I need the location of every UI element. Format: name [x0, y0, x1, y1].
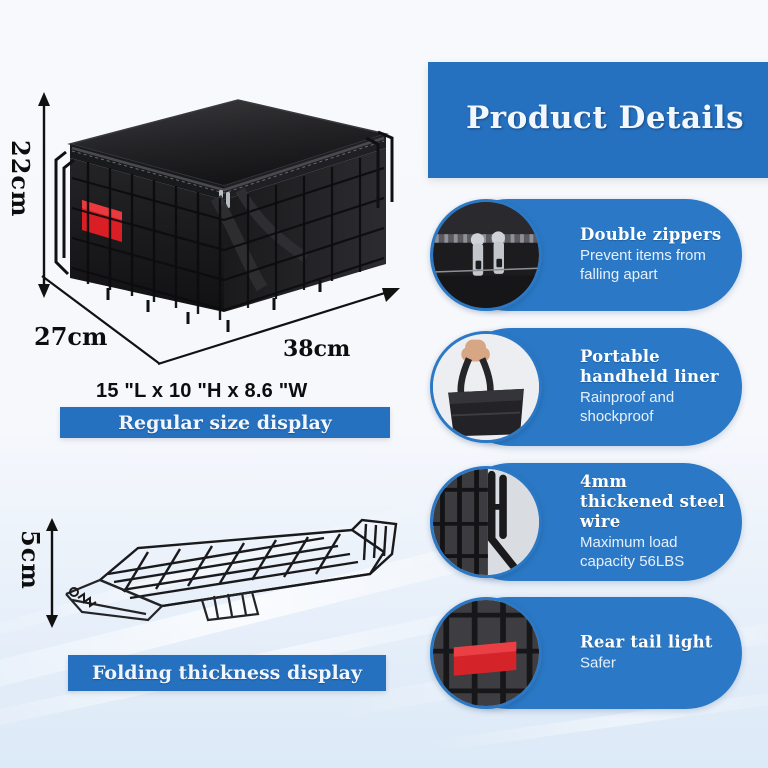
product-photo-basket-with-cover [48, 82, 398, 344]
feature-title: Rear tail light [580, 632, 713, 652]
red-reflector-icon [430, 597, 542, 709]
feature-pill-steel-wire[interactable]: 4mm thickened steel wire Maximum load ca… [430, 463, 742, 581]
dimension-label-thickness: 5cm [16, 530, 45, 590]
feature-text-block: Portable handheld liner Rainproof and sh… [580, 347, 726, 427]
feature-pill-double-zippers[interactable]: Double zippers Prevent items from fallin… [430, 199, 742, 311]
feature-pill-rear-tail-light[interactable]: Rear tail light Safer [430, 597, 742, 709]
product-photo-folded-basket [52, 508, 402, 638]
feature-subtitle: Rainproof and shockproof [580, 389, 675, 426]
feature-title: 4mm thickened steel wire [580, 472, 725, 532]
zipper-pulls-icon [430, 199, 542, 311]
feature-text-block: Rear tail light Safer [580, 633, 726, 674]
feature-subtitle: Maximum load capacity 56LBS [580, 534, 685, 571]
feature-text-block: 4mm thickened steel wire Maximum load ca… [580, 472, 726, 572]
dimension-label-depth: 27cm [34, 322, 108, 351]
dimension-label-height: 22cm [6, 140, 35, 218]
feature-text-block: Double zippers Prevent items from fallin… [580, 225, 726, 285]
feature-title: Portable handheld liner [580, 347, 719, 387]
caption-regular-size: Regular size display [60, 407, 390, 438]
steel-wire-icon [430, 466, 542, 578]
handheld-liner-icon [430, 331, 542, 443]
dimension-label-width: 38cm [283, 336, 351, 362]
feature-pill-portable-handheld-liner[interactable]: Portable handheld liner Rainproof and sh… [430, 328, 742, 446]
feature-subtitle: Safer [580, 654, 616, 672]
page-title: Product Details [466, 100, 745, 136]
feature-title: Double zippers [580, 225, 722, 245]
caption-folding-thickness: Folding thickness display [68, 655, 386, 691]
imperial-size-label: 15 "L x 10 "H x 8.6 "W [96, 380, 308, 402]
header-banner: Product Details [428, 62, 768, 178]
feature-subtitle: Prevent items from falling apart [580, 247, 706, 284]
